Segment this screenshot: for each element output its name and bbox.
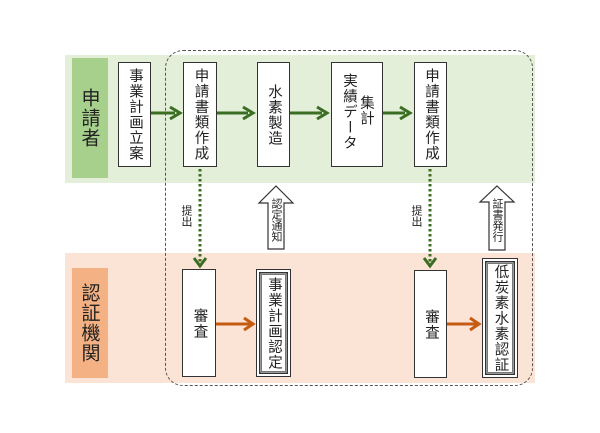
arrow-review2-to-lowcarbon-cert: [447, 316, 482, 332]
step-low-carbon-certification: 低炭素水素認証: [482, 258, 518, 378]
process-scope-frame: [165, 50, 533, 386]
step-hydrogen-production: 水素製造: [257, 62, 290, 167]
arrow-plan-to-apply1: [151, 105, 183, 121]
step-plan-certification-label: 事業計画認定: [266, 276, 282, 370]
step-application-prep-1: 申請書類作成: [183, 62, 217, 167]
step-review-1: 審査: [182, 269, 216, 377]
arrow-apply1-to-production: [217, 105, 256, 121]
certifier-lane-band: [65, 253, 535, 383]
arrow-issue-hollow: [478, 185, 516, 251]
submit-label-2: 提出: [410, 205, 423, 227]
step-plan-certification: 事業計画認定: [256, 269, 291, 377]
step-business-plan-label: 事業計画立案: [127, 68, 143, 161]
step-data-aggregation: 実績データ 集計: [331, 62, 383, 167]
step-application-prep-2-label: 申請書類作成: [423, 68, 439, 161]
step-data-aggregation-label-col1: 実績データ: [341, 73, 357, 151]
arrow-submit-1: [192, 169, 208, 269]
step-review-2: 審査: [414, 270, 447, 378]
step-low-carbon-certification-label: 低炭素水素認証: [492, 263, 509, 373]
step-application-prep-2: 申請書類作成: [414, 62, 447, 167]
step-data-aggregation-label-col2: 集計: [358, 95, 374, 126]
step-business-plan: 事業計画立案: [118, 62, 151, 167]
step-review-2-label: 審査: [423, 308, 439, 340]
arrow-submit-2: [422, 169, 438, 269]
step-review-1-label: 審査: [191, 307, 208, 339]
arrow-production-to-data: [290, 105, 330, 121]
issue-label: 証書発行: [491, 198, 504, 242]
submit-label-1: 提出: [180, 205, 193, 227]
arrow-data-to-apply2: [383, 105, 413, 121]
step-hydrogen-production-label: 水素製造: [266, 83, 282, 146]
arrow-review1-to-plan-cert: [216, 316, 256, 332]
arrow-notice-hollow: [257, 185, 295, 250]
applicant-lane-label: 申請者: [72, 58, 108, 178]
notice-label: 認定通知: [270, 198, 283, 242]
certifier-lane-label: 認証機関: [72, 268, 108, 378]
step-application-prep-1-label: 申請書類作成: [192, 68, 209, 161]
